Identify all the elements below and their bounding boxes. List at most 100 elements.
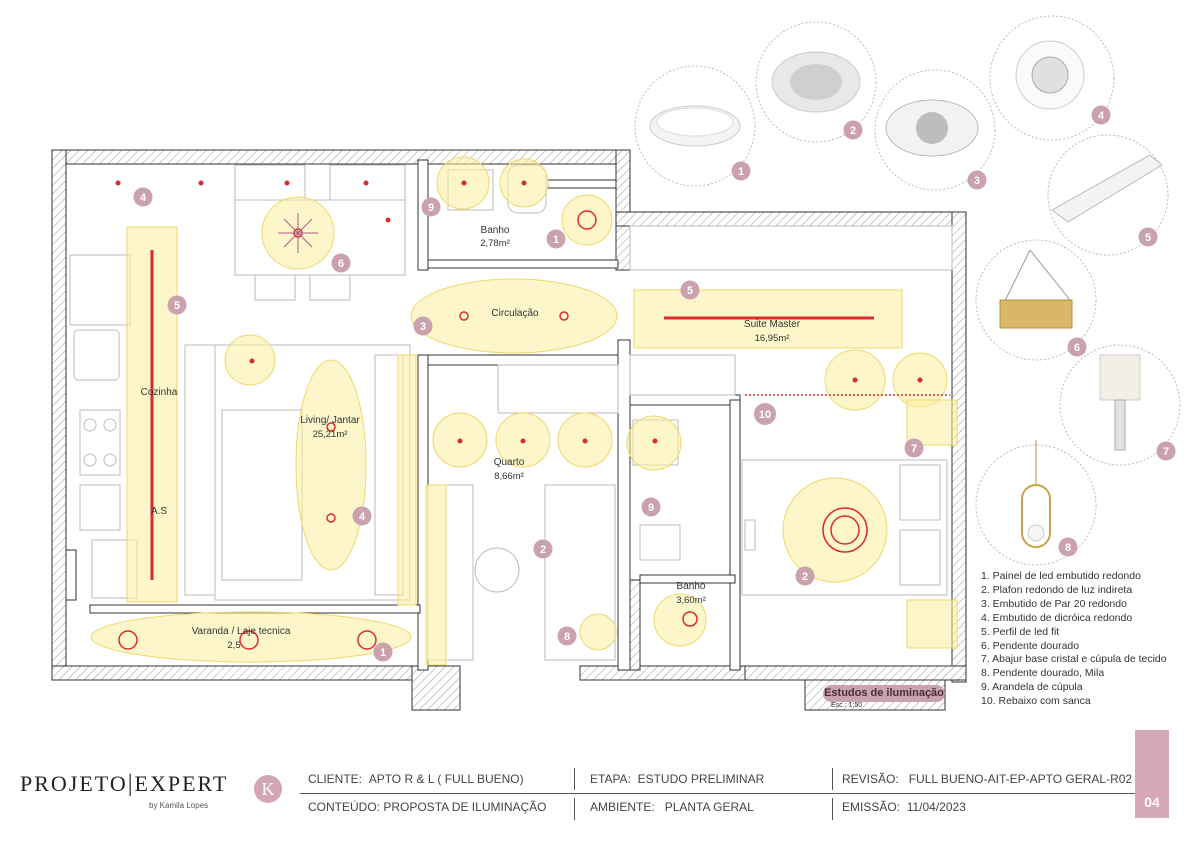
- marker-number: 5: [174, 300, 180, 312]
- marker-circle: [546, 229, 566, 249]
- marker-circle: [1138, 227, 1158, 247]
- tb-etapa: ETAPA: ESTUDO PRELIMINAR: [590, 772, 765, 786]
- page-number: 04: [1144, 794, 1160, 810]
- marker-circle: [373, 642, 393, 662]
- legend-item: 7. Abajur base cristal e cúpula de tecid…: [981, 653, 1167, 666]
- room-living-area: 25,21m²: [313, 429, 348, 440]
- marker-circle: [533, 539, 553, 559]
- marker-number: 6: [1074, 342, 1080, 354]
- marker-number: 5: [687, 285, 693, 297]
- marker-circle: [133, 187, 153, 207]
- tb-separator: [832, 798, 833, 820]
- legend-item: 3. Embutido de Par 20 redondo: [981, 597, 1127, 610]
- legend-item: 8. Pendente dourado, Mila: [981, 667, 1105, 680]
- titleblock-divider: [300, 793, 1140, 794]
- fixture-products: [649, 40, 1163, 548]
- room-varanda-area: 2,5: [227, 640, 240, 651]
- marker-number: 6: [338, 258, 344, 270]
- brand-name-a: PROJETO: [20, 771, 128, 796]
- marker-number: 4: [140, 192, 147, 204]
- walls: [51, 149, 967, 711]
- room-banho-2: Banho: [677, 581, 706, 592]
- room-quarto-area: 8,66m²: [494, 471, 524, 482]
- marker-circle: [331, 253, 351, 273]
- legend-item: 1. Painel de led embutido redondo: [981, 570, 1141, 582]
- brand-logo: PROJETO|EXPERT: [20, 771, 229, 797]
- tb-conteudo: CONTEÚDO: PROPOSTA DE ILUMINAÇÃO: [308, 800, 547, 814]
- marker-circle: [1156, 441, 1176, 461]
- marker-number: 4: [359, 511, 366, 523]
- spot-lights: [115, 180, 923, 444]
- marker-number: 9: [648, 502, 654, 514]
- room-varanda: Varanda / Laje tecnica: [192, 626, 291, 637]
- marker-circle: [967, 170, 987, 190]
- legend-item: 5. Perfil de led fit: [981, 625, 1060, 638]
- marker-circle: [731, 161, 751, 181]
- marker-number: 1: [553, 234, 559, 246]
- marker-number: 8: [1065, 542, 1071, 554]
- legend-item: 4. Embutido de dicróica redondo: [981, 611, 1133, 624]
- room-banho-1-area: 2,78m²: [480, 238, 510, 249]
- marker-circle: [557, 626, 577, 646]
- legend: 1. Painel de led embutido redondo 2. Pla…: [981, 570, 1167, 709]
- room-banho-1: Banho: [481, 225, 510, 236]
- light-zones: [90, 156, 958, 666]
- marker-number: 5: [1145, 232, 1151, 244]
- room-suite-area: 16,95m²: [755, 333, 790, 344]
- tb-separator: [574, 768, 575, 790]
- room-suite: Suite Master: [744, 319, 801, 330]
- room-living: Living/ Jantar: [300, 415, 360, 426]
- brand-sub: by Kamila Lopes: [149, 801, 209, 810]
- room-as: A.S: [151, 506, 167, 517]
- tb-separator: [832, 768, 833, 790]
- scale-label: Esc.: 1:50: [831, 702, 863, 709]
- marker-circle: [641, 497, 661, 517]
- legend-item: 6. Pendente dourado: [981, 639, 1080, 652]
- fixture-catalog: [634, 15, 1181, 566]
- room-labels: Banho 2,78m² Circulação Suite Master 16,…: [141, 225, 801, 651]
- legend-item: 9. Arandela de cúpula: [981, 681, 1083, 694]
- marker-circle: [754, 403, 776, 425]
- tb-revisao: REVISÃO: FULL BUENO-AIT-EP-APTO GERAL-R0…: [842, 772, 1133, 786]
- marker-circle: [413, 316, 433, 336]
- marker-circle: [795, 566, 815, 586]
- room-banho-2-area: 3,60m²: [676, 595, 706, 606]
- marker-circle: [1067, 337, 1087, 357]
- marker-circle: [1058, 537, 1078, 557]
- page-tab: [1135, 730, 1169, 818]
- brand-name-b: EXPERT: [134, 771, 229, 796]
- marker-circle: [843, 120, 863, 140]
- marker-number: 4: [1098, 110, 1105, 122]
- marker-number: 7: [1163, 446, 1169, 458]
- marker-circle: [352, 506, 372, 526]
- legend-item: 2. Plafon redondo de luz indireta: [981, 583, 1133, 596]
- tb-emissao: EMISSÃO: 11/04/2023: [842, 800, 966, 814]
- study-badge: Estudos de iluminação: [823, 685, 945, 702]
- tb-ambiente: AMBIENTE: PLANTA GERAL: [590, 800, 754, 814]
- room-cozinha: Cozinha: [141, 387, 178, 398]
- furniture: [69, 164, 953, 661]
- marker-number: 7: [911, 443, 917, 455]
- marker-number: 1: [738, 166, 744, 178]
- marker-number: 10: [759, 409, 771, 421]
- marker-number: 2: [850, 125, 856, 137]
- tb-cliente: CLIENTE: APTO R & L ( FULL BUENO): [308, 772, 524, 786]
- marker-circle: [904, 438, 924, 458]
- room-circulacao: Circulação: [491, 308, 539, 319]
- marker-number: 8: [564, 631, 570, 643]
- pendant-6: [278, 213, 318, 253]
- room-quarto: Quarto: [494, 457, 525, 468]
- tb-separator: [574, 798, 575, 820]
- marker-circle: [421, 197, 441, 217]
- marker-circle: [680, 280, 700, 300]
- brand-initial-icon: K: [254, 775, 282, 803]
- marker-number: 2: [802, 571, 808, 583]
- marker-circle: [167, 295, 187, 315]
- marker-number: 3: [420, 321, 426, 333]
- marker-number: 1: [380, 647, 386, 659]
- marker-circle: [1091, 105, 1111, 125]
- legend-item: 10. Rebaixo com sanca: [981, 695, 1091, 708]
- marker-number: 3: [974, 175, 980, 187]
